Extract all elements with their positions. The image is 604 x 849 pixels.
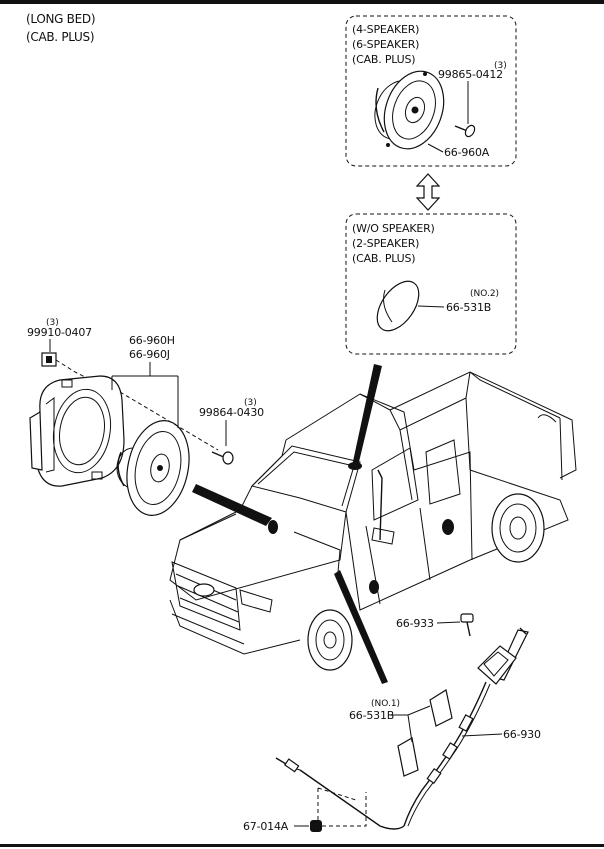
speaker-cover-icon	[376, 280, 420, 332]
upper-box-line3: (CAB. PLUS)	[352, 53, 415, 66]
part-66-933: 66-933	[396, 617, 434, 630]
part-66-531B-upper: 66-531B	[446, 301, 491, 314]
roof-speaker-spot	[348, 462, 362, 470]
part-99910: 99910-0407	[27, 326, 92, 339]
clip-nut-icon	[41, 352, 57, 367]
pointer-antenna	[334, 570, 388, 684]
lower-box-line2: (2-SPEAKER)	[352, 237, 419, 250]
speaker-bracket-icon	[29, 375, 125, 487]
antenna-nut-icon	[460, 613, 474, 637]
header-cab-plus: (CAB. PLUS)	[26, 30, 94, 44]
screw-icon	[454, 124, 476, 138]
swap-arrow-icon	[415, 173, 441, 211]
part-99910-qty: (3)	[46, 318, 59, 328]
pointer-door	[192, 484, 272, 526]
part-531B-lower-note: (NO.1)	[371, 699, 400, 709]
part-66-960J: 66-960J	[129, 348, 170, 361]
part-66-960A: 66-960A	[444, 146, 490, 159]
part-66-960H: 66-960H	[129, 334, 175, 347]
pickup-truck-illustration	[169, 371, 577, 671]
part-531B-upper-note: (NO.2)	[470, 289, 499, 299]
part-99865: 99865-0412	[438, 68, 503, 81]
top-border	[0, 0, 604, 4]
part-66-531B-lower: 66-531B	[349, 709, 394, 722]
part-66-930: 66-930	[503, 728, 541, 741]
part-99865-qty: (3)	[494, 61, 507, 71]
oval-speaker-icon	[374, 70, 445, 150]
lower-box-line1: (W/O SPEAKER)	[352, 222, 435, 235]
bottom-border	[0, 844, 604, 847]
dash-speaker-spot	[268, 520, 278, 534]
upper-box-line2: (6-SPEAKER)	[352, 38, 419, 51]
pointer-roof	[352, 364, 382, 466]
rear-door-speaker-spot	[442, 519, 454, 535]
front-door-speaker-spot	[369, 580, 379, 594]
lower-box-line3: (CAB. PLUS)	[352, 252, 415, 265]
speaker-bracket-assembly: (3) 99910-0407 66-960H 66-960J	[27, 318, 264, 516]
part-99864-qty: (3)	[244, 398, 257, 408]
rubber-pad-icon-2	[397, 737, 419, 777]
part-99864: 99864-0430	[199, 406, 264, 419]
rubber-pad-icon-1	[429, 689, 453, 727]
speaker-option-box-lower: (W/O SPEAKER) (2-SPEAKER) (CAB. PLUS) (N…	[345, 213, 517, 355]
speaker-option-box-upper: (4-SPEAKER) (6-SPEAKER) (CAB. PLUS) (3) …	[345, 15, 517, 167]
antenna-plug-icon	[275, 757, 300, 773]
part-67-014A: 67-014A	[243, 820, 289, 833]
clip-icon	[310, 820, 322, 832]
header-long-bed: (LONG BED)	[26, 12, 95, 26]
upper-box-line1: (4-SPEAKER)	[352, 23, 419, 36]
round-speaker-icon	[116, 420, 190, 516]
screw-icon-2	[211, 451, 234, 465]
antenna-assembly: 66-933 67-014A	[243, 613, 541, 833]
